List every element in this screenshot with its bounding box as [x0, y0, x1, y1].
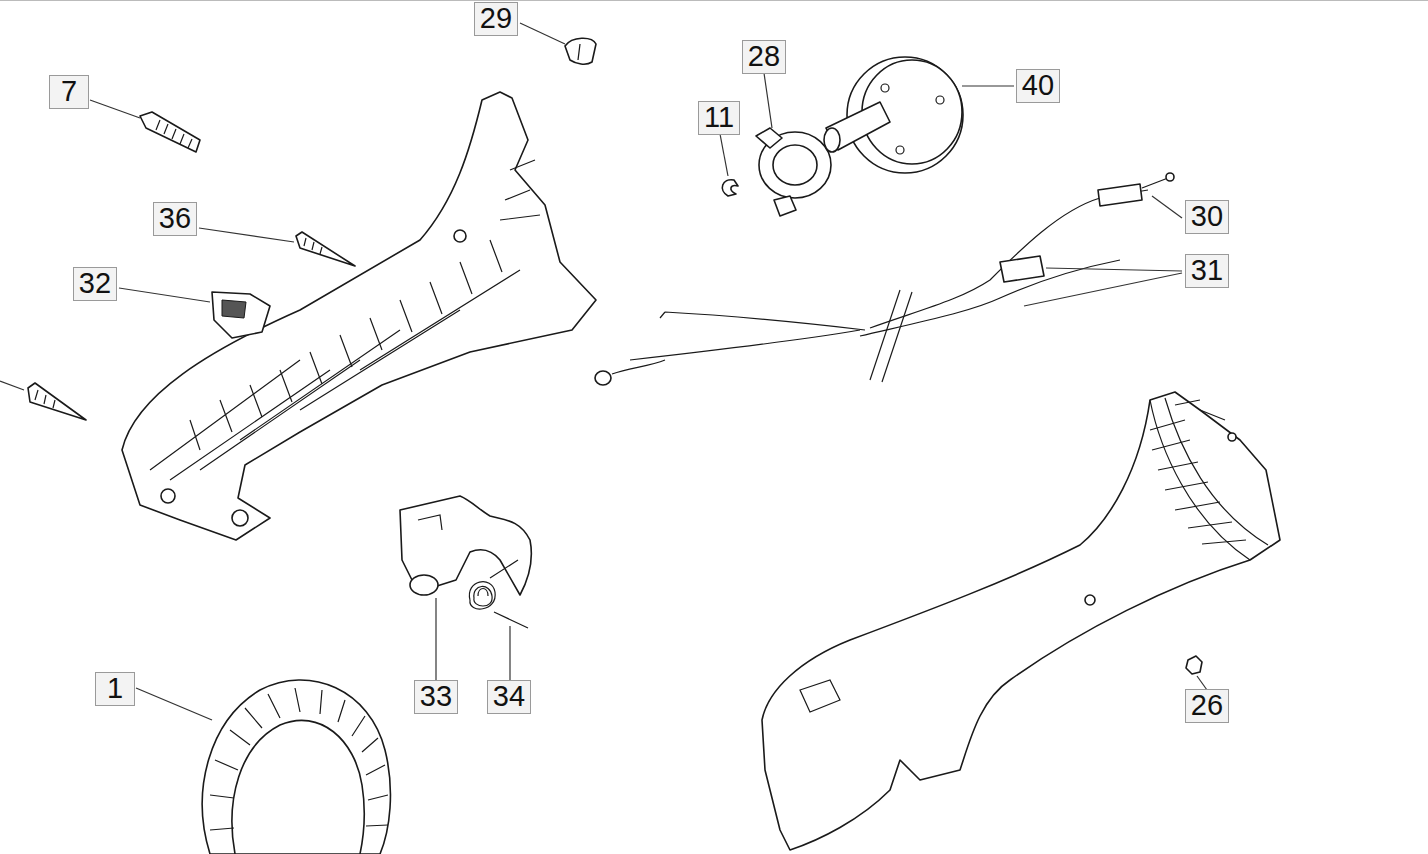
callout-number: 7	[49, 75, 89, 109]
stop-switch	[212, 292, 270, 338]
callout-number: 33	[414, 680, 458, 714]
callout-number: 11	[698, 101, 740, 135]
callout-number-text: 31	[1191, 254, 1223, 286]
callout-number-text: 11	[704, 101, 734, 133]
callout-number: 26	[1185, 689, 1229, 723]
circlip	[722, 180, 738, 196]
callout-number-text: 28	[748, 40, 780, 72]
clamp	[756, 128, 831, 216]
tapping-screw	[296, 232, 355, 266]
callout-number-text: 29	[480, 2, 512, 34]
callout-number-text: 33	[420, 680, 452, 712]
handle-housing-right	[762, 392, 1280, 850]
callout-number: 29	[474, 2, 518, 36]
callout-number-text: 30	[1191, 200, 1223, 232]
clutch-drum	[824, 57, 963, 173]
callout-number-text: 7	[61, 75, 77, 107]
torsion-spring	[469, 560, 528, 628]
handle-housing-left	[122, 92, 596, 540]
callout-number: 34	[487, 680, 531, 714]
callout-number: 31	[1185, 254, 1229, 288]
callout-number-text: 1	[107, 672, 123, 704]
callout-number: 40	[1016, 69, 1060, 103]
leader-lines	[90, 23, 1207, 720]
callout-number: 1	[95, 672, 135, 706]
callout-number-text: 34	[493, 680, 525, 712]
callout-number-text: 26	[1191, 689, 1223, 721]
top-rule	[0, 0, 1428, 1]
callout-number-text: 32	[79, 267, 111, 299]
callout-number: 36	[153, 202, 197, 236]
callout-number-text: 36	[159, 202, 191, 234]
callout-number: 30	[1185, 200, 1229, 234]
callout-number-text: 40	[1022, 69, 1054, 101]
callout-number: 32	[73, 267, 117, 301]
throttle-trigger	[400, 496, 531, 595]
cap	[565, 38, 596, 64]
tapping-screw	[0, 381, 86, 420]
throttle-cable	[595, 173, 1174, 385]
callout-number: 28	[742, 40, 786, 74]
nut	[1186, 656, 1202, 674]
fan-housing	[202, 680, 390, 854]
screw	[140, 112, 200, 152]
